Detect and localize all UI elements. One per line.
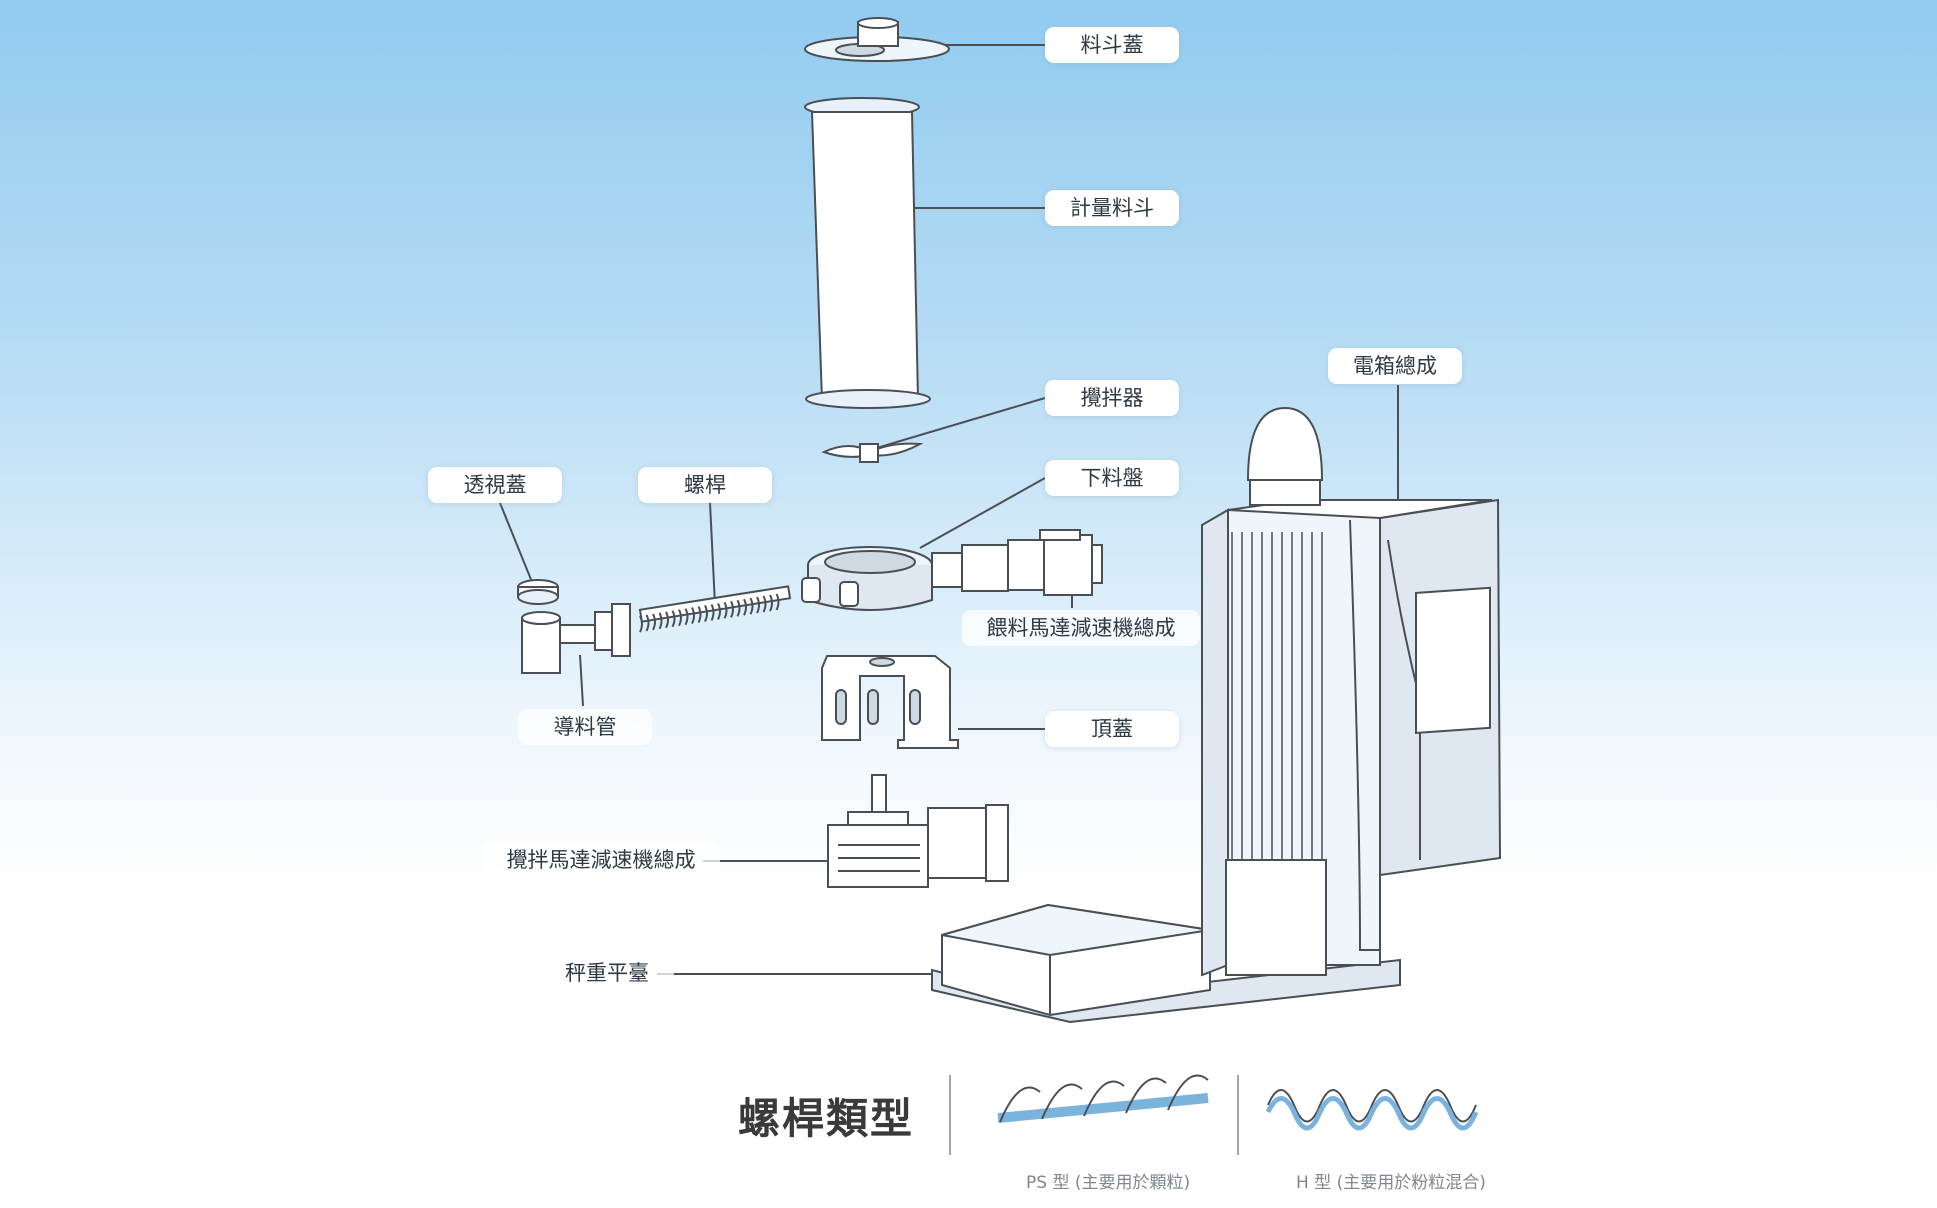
label-top-cover: 頂蓋 xyxy=(1045,711,1179,747)
control-box-part xyxy=(1201,406,1502,977)
label-hopper-lid: 料斗蓋 xyxy=(1045,27,1179,63)
label-control-box: 電箱總成 xyxy=(1328,348,1462,384)
label-agitator: 攪拌器 xyxy=(1045,380,1179,416)
agitator-part xyxy=(821,442,924,463)
agitator-motor-part xyxy=(827,774,1009,888)
label-feed-motor: 餵料馬達減速機總成 xyxy=(962,610,1200,646)
label-feed-plate: 下料盤 xyxy=(1045,460,1179,496)
h-screw-icon xyxy=(1265,1089,1479,1131)
feed-motor-part xyxy=(931,529,1103,596)
ps-caption: PS 型 (主要用於顆粒) xyxy=(1026,1173,1191,1193)
label-feed-tube: 導料管 xyxy=(518,709,652,745)
label-metering-hopper: 計量料斗 xyxy=(1045,190,1179,226)
h-caption: H 型 (主要用於粉粒混合) xyxy=(1296,1173,1486,1193)
label-screw: 螺桿 xyxy=(638,467,772,503)
screw-part xyxy=(638,585,792,633)
label-agitator-motor: 攪拌馬達減速機總成 xyxy=(482,842,720,878)
label-weighing-platform: 秤重平臺 xyxy=(540,955,674,991)
top-cover-part xyxy=(821,655,959,749)
metering-hopper-part xyxy=(804,97,931,409)
sight-cover-part xyxy=(517,579,559,605)
hopper-lid-part xyxy=(804,17,950,62)
screw-types-title: 螺桿類型 xyxy=(738,1094,915,1143)
ps-screw-icon xyxy=(997,1074,1209,1123)
label-sight-cover: 透視蓋 xyxy=(428,467,562,503)
feed-plate-part xyxy=(801,546,933,611)
feed-tube-part xyxy=(521,603,631,674)
